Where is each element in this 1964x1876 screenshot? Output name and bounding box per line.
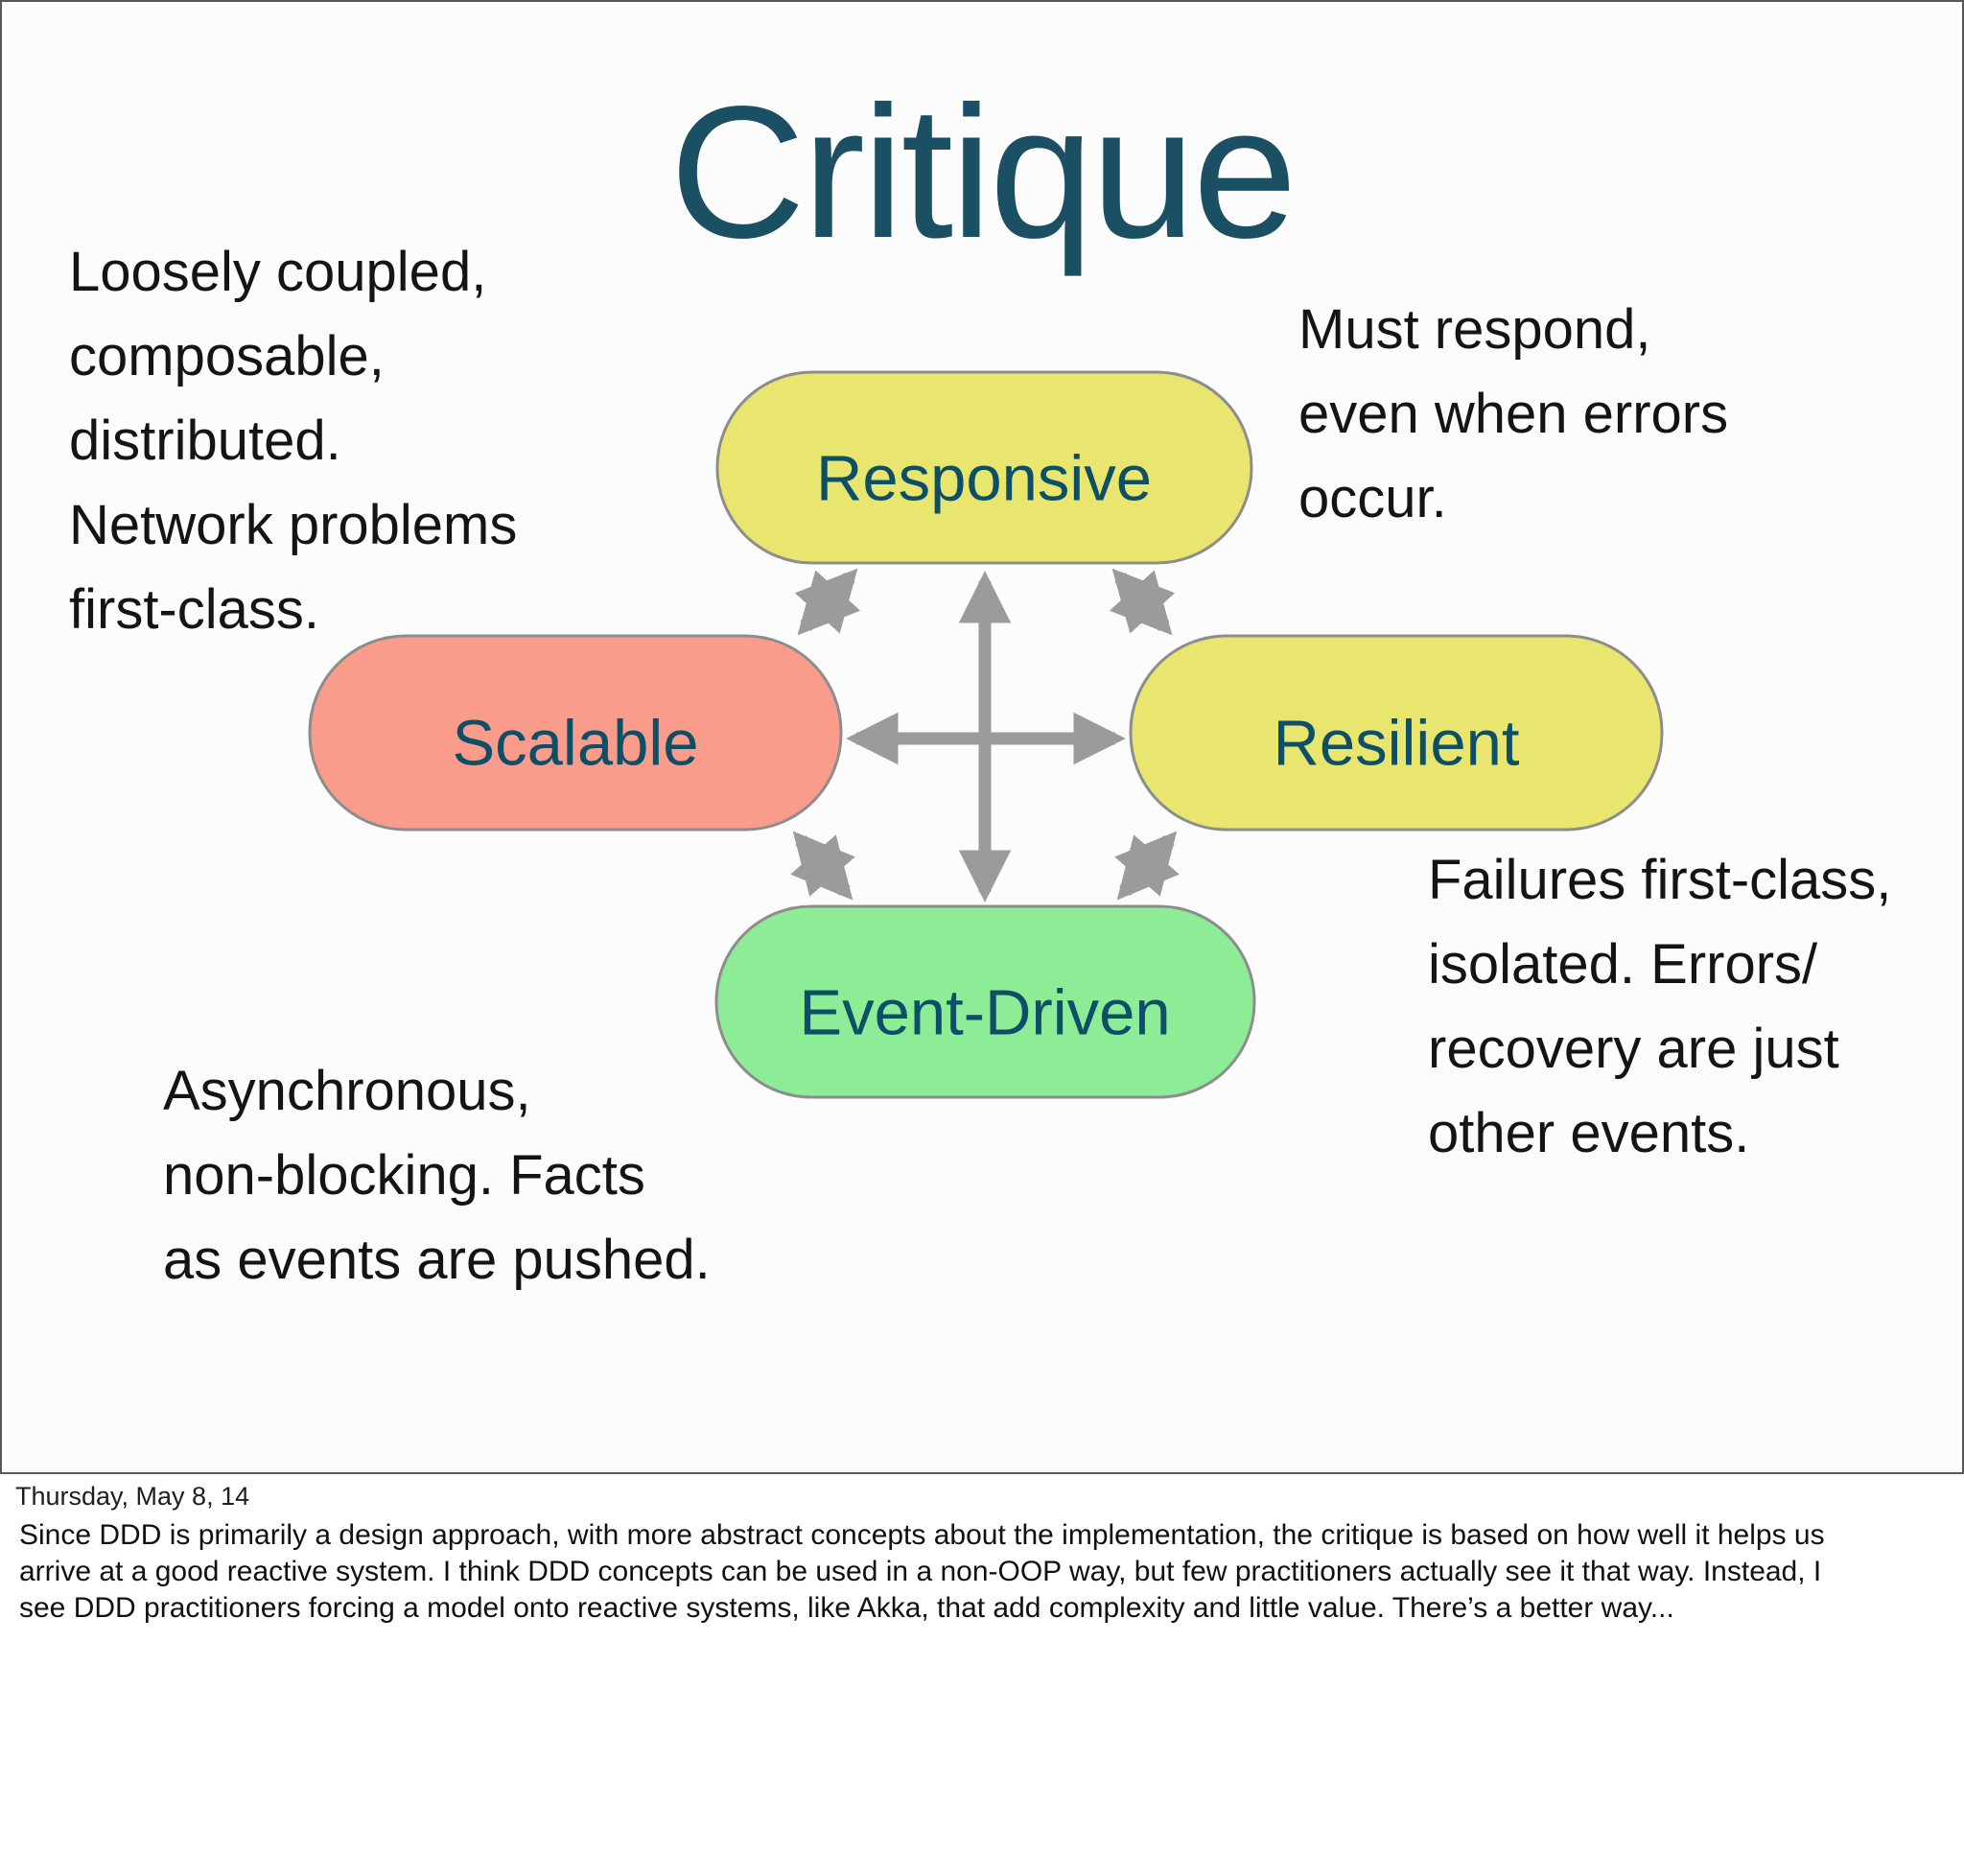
annotation-responsive: Must respond, even when errors occur.	[1298, 298, 1729, 529]
node-resilient-label: Resilient	[1274, 708, 1520, 780]
node-scalable-label: Scalable	[452, 708, 698, 780]
edge-resilient-eventdriven-arrow	[1114, 831, 1180, 901]
presenter-notes-text: Since DDD is primarily a design approach…	[19, 1519, 1825, 1624]
edge-responsive-resilient-arrow	[1109, 568, 1176, 636]
edge-scalable-eventdriven-arrow	[790, 831, 855, 901]
edge-responsive-scalable-arrow	[794, 568, 861, 636]
node-event-driven	[714, 904, 1256, 1099]
slide-canvas: Critique Responsive Scalable Resilient	[0, 0, 1964, 1474]
node-resilient	[1129, 634, 1664, 832]
reactive-traits-diagram: Responsive Scalable Resilient Event-Driv…	[308, 370, 1664, 1099]
annotation-scalable: Loosely coupled, composable, distributed…	[69, 241, 518, 641]
node-event-driven-label: Event-Driven	[799, 977, 1170, 1049]
annotation-event-driven: Asynchronous, non-blocking. Facts as eve…	[163, 1060, 711, 1291]
annotation-resilient: Failures first-class, isolated. Errors/ …	[1428, 849, 1892, 1164]
slide-title: Critique	[669, 67, 1297, 277]
node-responsive	[715, 370, 1253, 565]
node-responsive-label: Responsive	[816, 443, 1152, 515]
presenter-notes-date: Thursday, May 8, 14	[15, 1482, 250, 1511]
node-scalable	[308, 634, 843, 832]
